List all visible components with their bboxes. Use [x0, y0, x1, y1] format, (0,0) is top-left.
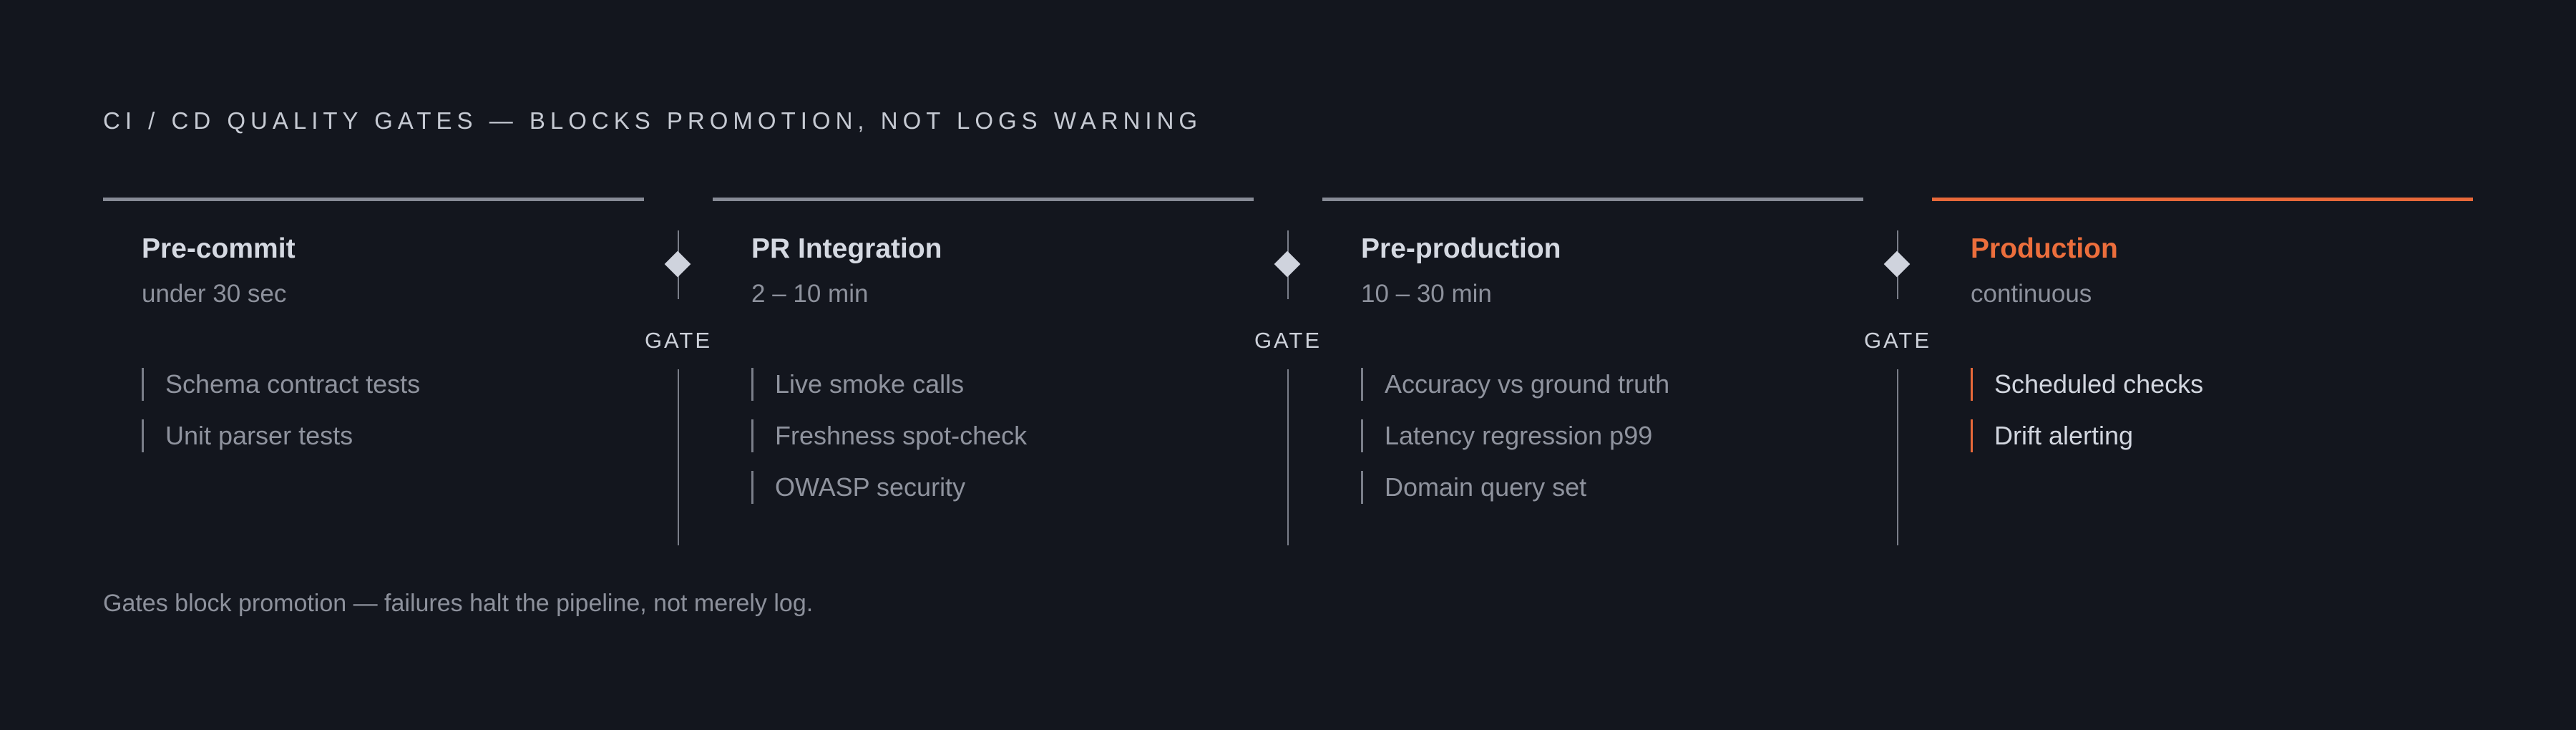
diagram-title: CI / CD QUALITY GATES — BLOCKS PROMOTION…	[103, 107, 1203, 134]
check-item: Accuracy vs ground truth	[1361, 366, 1669, 402]
check-list: Live smoke calls Freshness spot-check OW…	[751, 366, 1027, 521]
gate-2: GATE	[1252, 230, 1324, 545]
check-list: Accuracy vs ground truth Latency regress…	[1361, 366, 1669, 521]
footnote: Gates block promotion — failures halt th…	[103, 590, 814, 617]
check-list: Scheduled checks Drift alerting	[1971, 366, 2203, 469]
gate-diamond-icon	[1274, 250, 1301, 278]
gate-label: GATE	[1863, 328, 1932, 353]
stage-duration: 2 – 10 min	[751, 280, 869, 308]
stage-bar	[713, 198, 1254, 201]
stage-bar	[1932, 198, 2473, 201]
gate-connector	[1287, 369, 1289, 545]
stage-pre-production: Pre-production 10 – 30 min Accuracy vs g…	[1322, 198, 1863, 555]
check-item: Domain query set	[1361, 469, 1669, 505]
stage-pre-commit: Pre-commit under 30 sec Schema contract …	[103, 198, 644, 555]
stage-duration: 10 – 30 min	[1361, 280, 1492, 308]
gate-connector	[678, 369, 679, 545]
stage-production: Production continuous Scheduled checks D…	[1932, 198, 2473, 555]
stage-name: Pre-production	[1361, 233, 1561, 264]
stage-name: PR Integration	[751, 233, 942, 264]
check-item: Drift alerting	[1971, 418, 2203, 454]
check-item: OWASP security	[751, 469, 1027, 505]
gate-diamond-icon	[664, 250, 691, 278]
stage-bar	[1322, 198, 1863, 201]
check-list: Schema contract tests Unit parser tests	[142, 366, 420, 469]
gate-label: GATE	[1254, 328, 1322, 353]
gate-3: GATE	[1862, 230, 1933, 545]
check-item: Live smoke calls	[751, 366, 1027, 402]
check-item: Schema contract tests	[142, 366, 420, 402]
check-item: Scheduled checks	[1971, 366, 2203, 402]
stage-bar	[103, 198, 644, 201]
gate-label: GATE	[644, 328, 713, 353]
stage-duration: under 30 sec	[142, 280, 287, 308]
gate-diamond-icon	[1883, 250, 1911, 278]
stage-name: Pre-commit	[142, 233, 296, 264]
check-item: Unit parser tests	[142, 418, 420, 454]
stage-pr-integration: PR Integration 2 – 10 min Live smoke cal…	[713, 198, 1254, 555]
gate-connector	[1897, 369, 1898, 545]
stage-duration: continuous	[1971, 280, 2092, 308]
gate-1: GATE	[643, 230, 714, 545]
stage-name: Production	[1971, 233, 2118, 264]
check-item: Freshness spot-check	[751, 418, 1027, 454]
check-item: Latency regression p99	[1361, 418, 1669, 454]
